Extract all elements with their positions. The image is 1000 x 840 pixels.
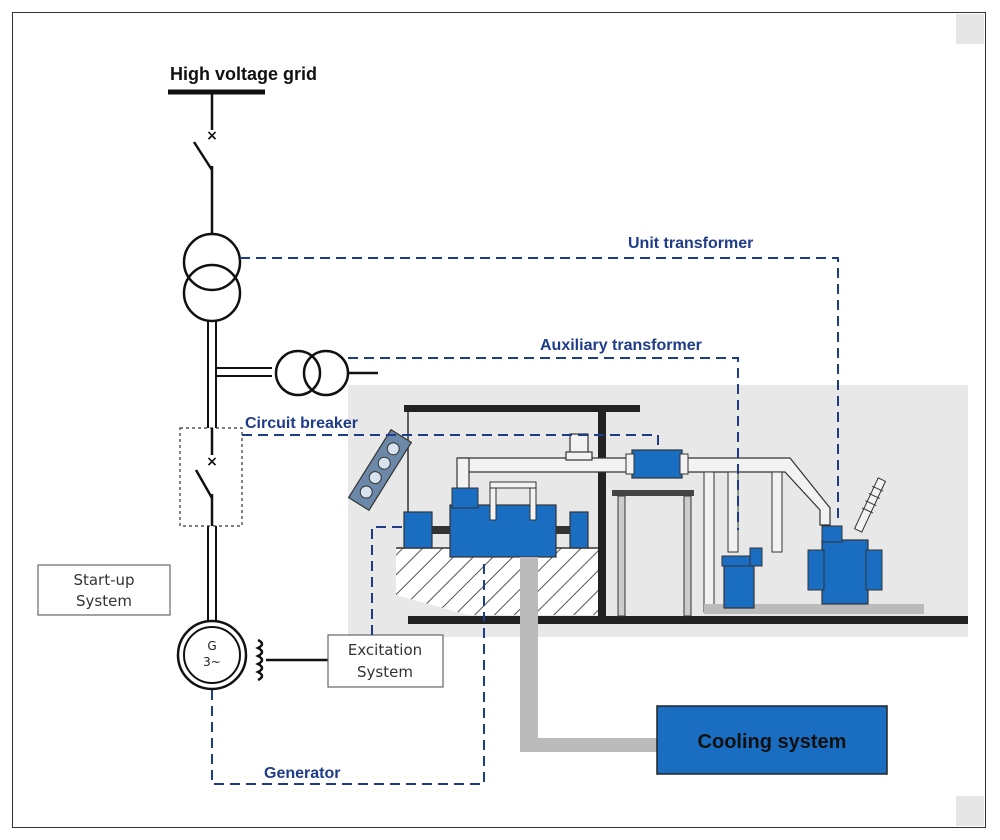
svg-text:Excitation: Excitation <box>348 641 422 659</box>
generator-unit <box>449 504 557 558</box>
aux-transformer-symbol <box>274 349 322 397</box>
exciter-unit <box>403 511 433 549</box>
leader-unit-transformer <box>240 257 839 524</box>
cable-tray <box>347 428 413 512</box>
cooling-system-box: Cooling system <box>656 705 888 775</box>
circuit-breaker-unit <box>631 449 683 479</box>
svg-text:3~: 3~ <box>203 655 221 669</box>
breaker-switch <box>194 469 214 499</box>
foundation <box>396 548 598 615</box>
plant-layout <box>347 405 968 752</box>
single-line-schematic: High voltage grid × × G 3~ <box>168 64 378 691</box>
svg-text:×: × <box>206 454 218 470</box>
generator-symbol <box>176 619 248 691</box>
aux-transformer-unit <box>723 559 755 609</box>
aux-transformer-label: Auxiliary transformer <box>540 337 702 354</box>
svg-text:Start-up: Start-up <box>73 571 134 589</box>
circuit-breaker-label: Circuit breaker <box>245 415 358 432</box>
leader-circuit-breaker <box>242 434 659 450</box>
grid-label: High voltage grid <box>170 64 317 84</box>
unit-transformer-unit <box>821 539 869 605</box>
svg-text:G: G <box>207 639 216 653</box>
leader-generator <box>211 558 485 785</box>
svg-text:System: System <box>76 592 132 610</box>
svg-text:Cooling system: Cooling system <box>698 731 847 753</box>
svg-text:System: System <box>357 663 413 681</box>
disconnector-switch <box>192 141 214 171</box>
corner-block <box>956 796 984 826</box>
leader-excitation <box>371 526 404 635</box>
leader-lines <box>211 257 839 785</box>
leader-aux-transformer <box>348 357 739 530</box>
generator-label: Generator <box>264 765 340 782</box>
cooling-pipe <box>520 557 658 752</box>
corner-block <box>956 14 984 44</box>
unit-transformer-symbol <box>182 232 242 292</box>
svg-text:×: × <box>206 128 218 144</box>
excitation-system-box: Excitation System <box>327 634 444 688</box>
excitation-coil <box>255 638 264 682</box>
unit-transformer-label: Unit transformer <box>628 235 753 252</box>
startup-system-box: Start-up System <box>37 564 171 616</box>
